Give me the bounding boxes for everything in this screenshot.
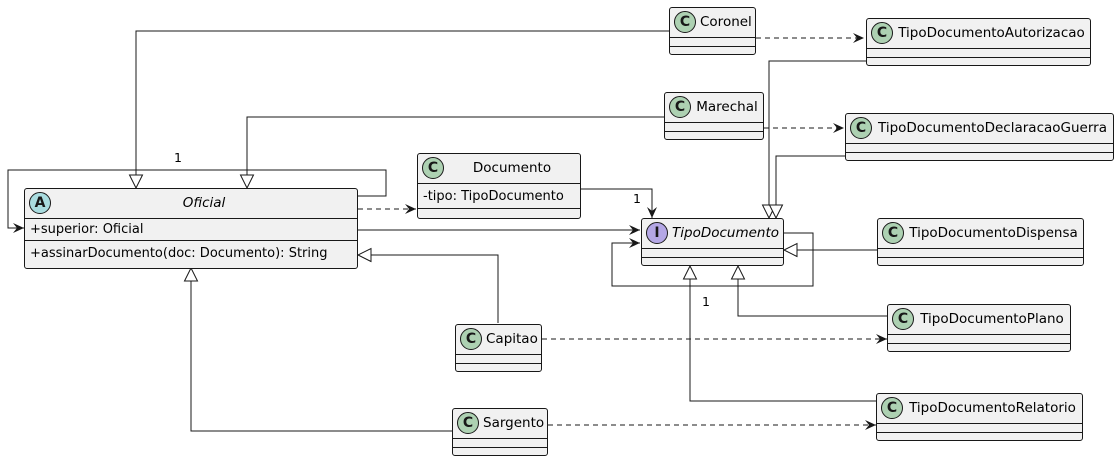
marechal-oficial-generalization bbox=[239, 116, 664, 190]
declaracao-realization bbox=[768, 155, 845, 220]
class-name: TipoDocumentoRelatorio bbox=[909, 400, 1076, 416]
sargento-oficial-generalization bbox=[183, 266, 452, 432]
class-name: TipoDocumentoDispensa bbox=[909, 225, 1078, 241]
relatorio-realization bbox=[682, 264, 876, 402]
class-name: Oficial bbox=[182, 195, 226, 211]
class-sargento[interactable]: C Sargento bbox=[452, 408, 548, 456]
class-name: TipoDocumentoAutorizacao bbox=[898, 25, 1085, 41]
tipodocumento-self-association bbox=[611, 232, 814, 287]
capitao-oficial-generalization bbox=[356, 247, 499, 323]
documento-tipo-multiplicity: 1 bbox=[633, 191, 641, 206]
autorizacao-realization bbox=[761, 60, 866, 220]
oficial-self-multiplicity: 1 bbox=[174, 150, 182, 165]
class-name: TipoDocumentoDeclaracaoGuerra bbox=[878, 120, 1107, 136]
attributes-section bbox=[888, 335, 1070, 344]
attribute: +superior: Oficial bbox=[30, 222, 144, 237]
attributes-section bbox=[642, 249, 783, 258]
class-documento[interactable]: C Documento -tipo: TipoDocumento bbox=[417, 153, 581, 219]
method: +assinarDocumento(doc: Documento): Strin… bbox=[30, 246, 328, 261]
class-oficial[interactable]: A Oficial +superior: Oficial +assinarDoc… bbox=[24, 188, 358, 269]
class-icon: C bbox=[871, 22, 893, 44]
class-tipodocumentorelatorio[interactable]: C TipoDocumentoRelatorio bbox=[876, 393, 1083, 441]
class-name: Marechal bbox=[696, 99, 758, 115]
attributes-section bbox=[670, 38, 755, 47]
class-icon: C bbox=[674, 11, 696, 33]
class-tipodocumentodeclaracaoguerra[interactable]: C TipoDocumentoDeclaracaoGuerra bbox=[845, 113, 1114, 161]
class-name: Coronel bbox=[700, 14, 752, 30]
abstract-class-icon: A bbox=[29, 192, 51, 214]
coronel-oficial-generalization bbox=[128, 30, 669, 190]
class-name: Capitao bbox=[486, 331, 538, 347]
attributes-section: +superior: Oficial bbox=[25, 219, 357, 241]
attributes-section bbox=[453, 439, 547, 448]
attributes-section: -tipo: TipoDocumento bbox=[418, 184, 580, 209]
class-tipodocumentoplano[interactable]: C TipoDocumentoPlano bbox=[887, 304, 1071, 352]
class-tipodocumentoautorizacao[interactable]: C TipoDocumentoAutorizacao bbox=[866, 18, 1091, 66]
class-icon: C bbox=[460, 328, 482, 350]
class-marechal[interactable]: C Marechal bbox=[664, 92, 764, 140]
class-name: TipoDocumento bbox=[672, 225, 780, 241]
class-icon: C bbox=[892, 308, 914, 330]
attribute: -tipo: TipoDocumento bbox=[423, 189, 564, 204]
class-icon: C bbox=[457, 412, 479, 434]
documento-tipodocumento-association bbox=[581, 188, 657, 218]
oficial-self-association bbox=[7, 169, 387, 233]
class-icon: C bbox=[882, 222, 904, 244]
attributes-section bbox=[867, 49, 1090, 58]
attributes-section bbox=[877, 424, 1082, 433]
class-name: TipoDocumentoPlano bbox=[920, 311, 1064, 327]
interface-tipodocumento[interactable]: I TipoDocumento bbox=[641, 218, 784, 266]
class-icon: C bbox=[669, 96, 691, 118]
class-tipodocumentodispensa[interactable]: C TipoDocumentoDispensa bbox=[877, 218, 1084, 266]
class-capitao[interactable]: C Capitao bbox=[455, 324, 542, 372]
class-coronel[interactable]: C Coronel bbox=[669, 7, 756, 55]
interface-icon: I bbox=[646, 222, 668, 244]
class-icon: C bbox=[422, 157, 444, 179]
attributes-section bbox=[665, 123, 763, 132]
class-icon: C bbox=[850, 117, 872, 139]
attributes-section bbox=[878, 249, 1083, 258]
class-name: Sargento bbox=[483, 415, 545, 431]
attributes-section bbox=[846, 144, 1113, 153]
class-name: Documento bbox=[472, 160, 552, 176]
plano-realization bbox=[730, 264, 887, 317]
class-icon: C bbox=[881, 397, 903, 419]
attributes-section bbox=[456, 355, 541, 364]
tipodocumento-self-multiplicity: 1 bbox=[702, 294, 710, 309]
methods-section: +assinarDocumento(doc: Documento): Strin… bbox=[25, 241, 357, 268]
